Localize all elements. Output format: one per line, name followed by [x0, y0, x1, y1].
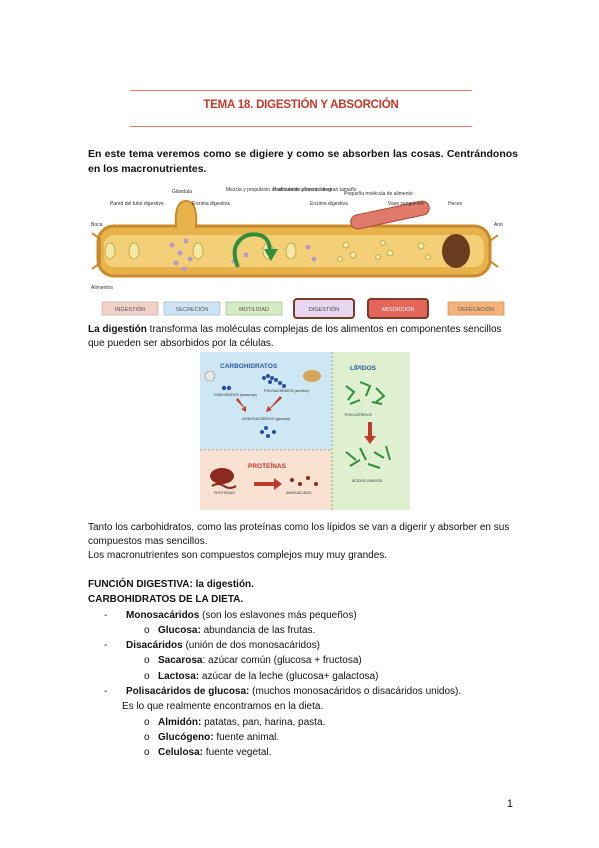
box-motilidad-label: MOTILIDAD	[239, 307, 269, 313]
acidos-label: ÁCIDOS GRASOS	[352, 479, 383, 483]
digestive-process-figure: Boca Alimentos Pared del tubo digestivo …	[91, 187, 505, 319]
box-digestion	[293, 298, 355, 319]
carb-title: CARBOHIDRATOS	[220, 363, 278, 370]
box-ingestion	[101, 301, 159, 316]
box-secrecion	[163, 301, 221, 316]
box-digestion-label: DIGESTIÓN	[309, 306, 339, 313]
box-secrecion-label: SECRECIÓN	[176, 306, 209, 313]
item-term: Monosacáridos	[126, 609, 200, 621]
carb-molecules	[221, 374, 286, 438]
monosac-label: MONOSACÁRIDOS (glucosa)	[242, 417, 290, 421]
outline-heading-1: FUNCIÓN DIGESTIVA: la digestión.	[88, 579, 254, 590]
label-pared: Pared del tubo digestivo	[110, 201, 164, 207]
list-item: -Monosacáridos (son los eslavones más pe…	[104, 609, 357, 621]
motility-arrow	[232, 232, 272, 268]
box-absorcion-label: ABSORCIÓN	[381, 306, 414, 313]
amino-label: AMINOÁCIDOS	[286, 491, 312, 495]
page-number: 1	[506, 798, 513, 810]
sub-item-text: azúcar de la leche (glucosa+ galactosa)	[199, 670, 379, 682]
item-text: (son los eslavones más pequeños)	[199, 609, 357, 621]
carb-panel	[200, 352, 332, 450]
label-vaso: Vaso sanguíneo	[388, 201, 424, 207]
protein-molecules	[210, 468, 318, 490]
label-ano: Ano	[494, 222, 503, 228]
list-item: -Disacáridos (unión de dos monosacáridos…	[104, 640, 321, 652]
item-text: (unión de dos monosacáridos)	[182, 640, 321, 652]
sub-item-term: Glucógeno:	[158, 731, 214, 743]
box-defecacion	[447, 301, 505, 316]
outline-heading-2: CARBOHIDRATOS DE LA DIETA.	[88, 594, 244, 606]
box-defecacion-label: DEFECACIÓN	[458, 306, 494, 313]
polisac-label: POLISACÁRIDOS (almidón)	[264, 389, 309, 393]
page-title: TEMA 18. DIGESTIÓN Y ABSORCIÓN	[203, 99, 399, 111]
digestion-paragraph: La digestión transforma las moléculas co…	[88, 323, 516, 351]
box-ingestion-label: INGESTIÓN	[115, 306, 145, 313]
top-rule	[130, 90, 472, 91]
sub-item-term: Almidón:	[158, 716, 202, 728]
digestion-term: La digestión	[88, 324, 147, 335]
item-text: (muchos monosacáridos o disacáridos unid…	[249, 686, 462, 698]
intro-text: En este tema veremos como se digiere y c…	[88, 148, 518, 175]
box-motilidad	[225, 301, 283, 316]
list-item: -Polisacáridos de glucosa: (muchos monos…	[104, 686, 462, 698]
label-mezcla: Mezcla y propulsión de alimentos y secre…	[226, 187, 332, 193]
digestion-text: transforma las moléculas complejas de lo…	[88, 324, 502, 349]
triglic-label: TRIGLICÉRIDOS	[344, 412, 373, 417]
sub-item-text: patatas, pan, harina, pasta.	[201, 716, 326, 728]
carb-arrows	[236, 396, 282, 412]
label-enzima-2: Enzima digestiva	[310, 201, 348, 207]
label-alimentos: Alimentos	[91, 285, 113, 291]
label-pequena: Pequeña molécula de alimento	[344, 191, 413, 197]
lipid-arrow	[364, 422, 376, 444]
sub-item-term: Lactosa:	[158, 670, 200, 682]
label-heces: Heces	[448, 201, 463, 207]
sub-item-term: Sacarosa	[158, 655, 203, 667]
macronutrients-figure: CARBOHIDRATOS LÍPIDOS PROTEÍNAS DISACÁRI…	[200, 352, 410, 510]
sugar-bowl-icon	[204, 370, 216, 382]
list-note: Es lo que realmente encontramos en la di…	[122, 701, 324, 713]
bread-icon	[303, 370, 321, 382]
gland	[174, 199, 198, 229]
label-glandula: Glándula	[172, 189, 192, 195]
item-term: Polisacáridos de glucosa:	[126, 686, 250, 698]
sub-item-text: fuente animal.	[213, 731, 280, 743]
sub-item-text: fuente vegetal.	[203, 747, 272, 759]
item-term: Disacáridos	[126, 640, 183, 652]
disac-label: DISACÁRIDOS (sacarosa)	[214, 393, 257, 397]
paragraph2-line2: Los macronutrientes son compuestos compl…	[88, 550, 388, 561]
lipid-molecules	[345, 381, 391, 469]
prot-label: PROTEÍNAS	[214, 491, 235, 495]
sub-item-text: abundancia de las frutas.	[200, 624, 316, 636]
label-enzima-1: Enzima digestiva	[192, 201, 230, 207]
sub-item-text: : azúcar común (glucosa + fructosa)	[202, 655, 362, 667]
blood-vessel	[350, 200, 430, 230]
box-absorcion	[367, 298, 429, 319]
sub-item-term: Celulosa:	[158, 747, 204, 759]
macronutrients-paragraph: Tanto los carbohidratos, como las proteí…	[88, 521, 516, 563]
label-particula: Partícula de alimento de gran tamaño	[273, 187, 357, 193]
sub-item-term: Glucosa:	[158, 624, 201, 636]
label-boca: Boca	[91, 222, 103, 228]
paragraph2-line1: Tanto los carbohidratos, como las proteí…	[88, 522, 510, 547]
outline: FUNCIÓN DIGESTIVA: la digestión. CARBOHI…	[88, 577, 518, 761]
lipid-title: LÍPIDOS	[350, 363, 377, 372]
protein-title: PROTEÍNAS	[248, 461, 287, 470]
protein-arrow	[254, 478, 282, 490]
title-rule	[130, 126, 472, 127]
feces	[442, 234, 470, 268]
